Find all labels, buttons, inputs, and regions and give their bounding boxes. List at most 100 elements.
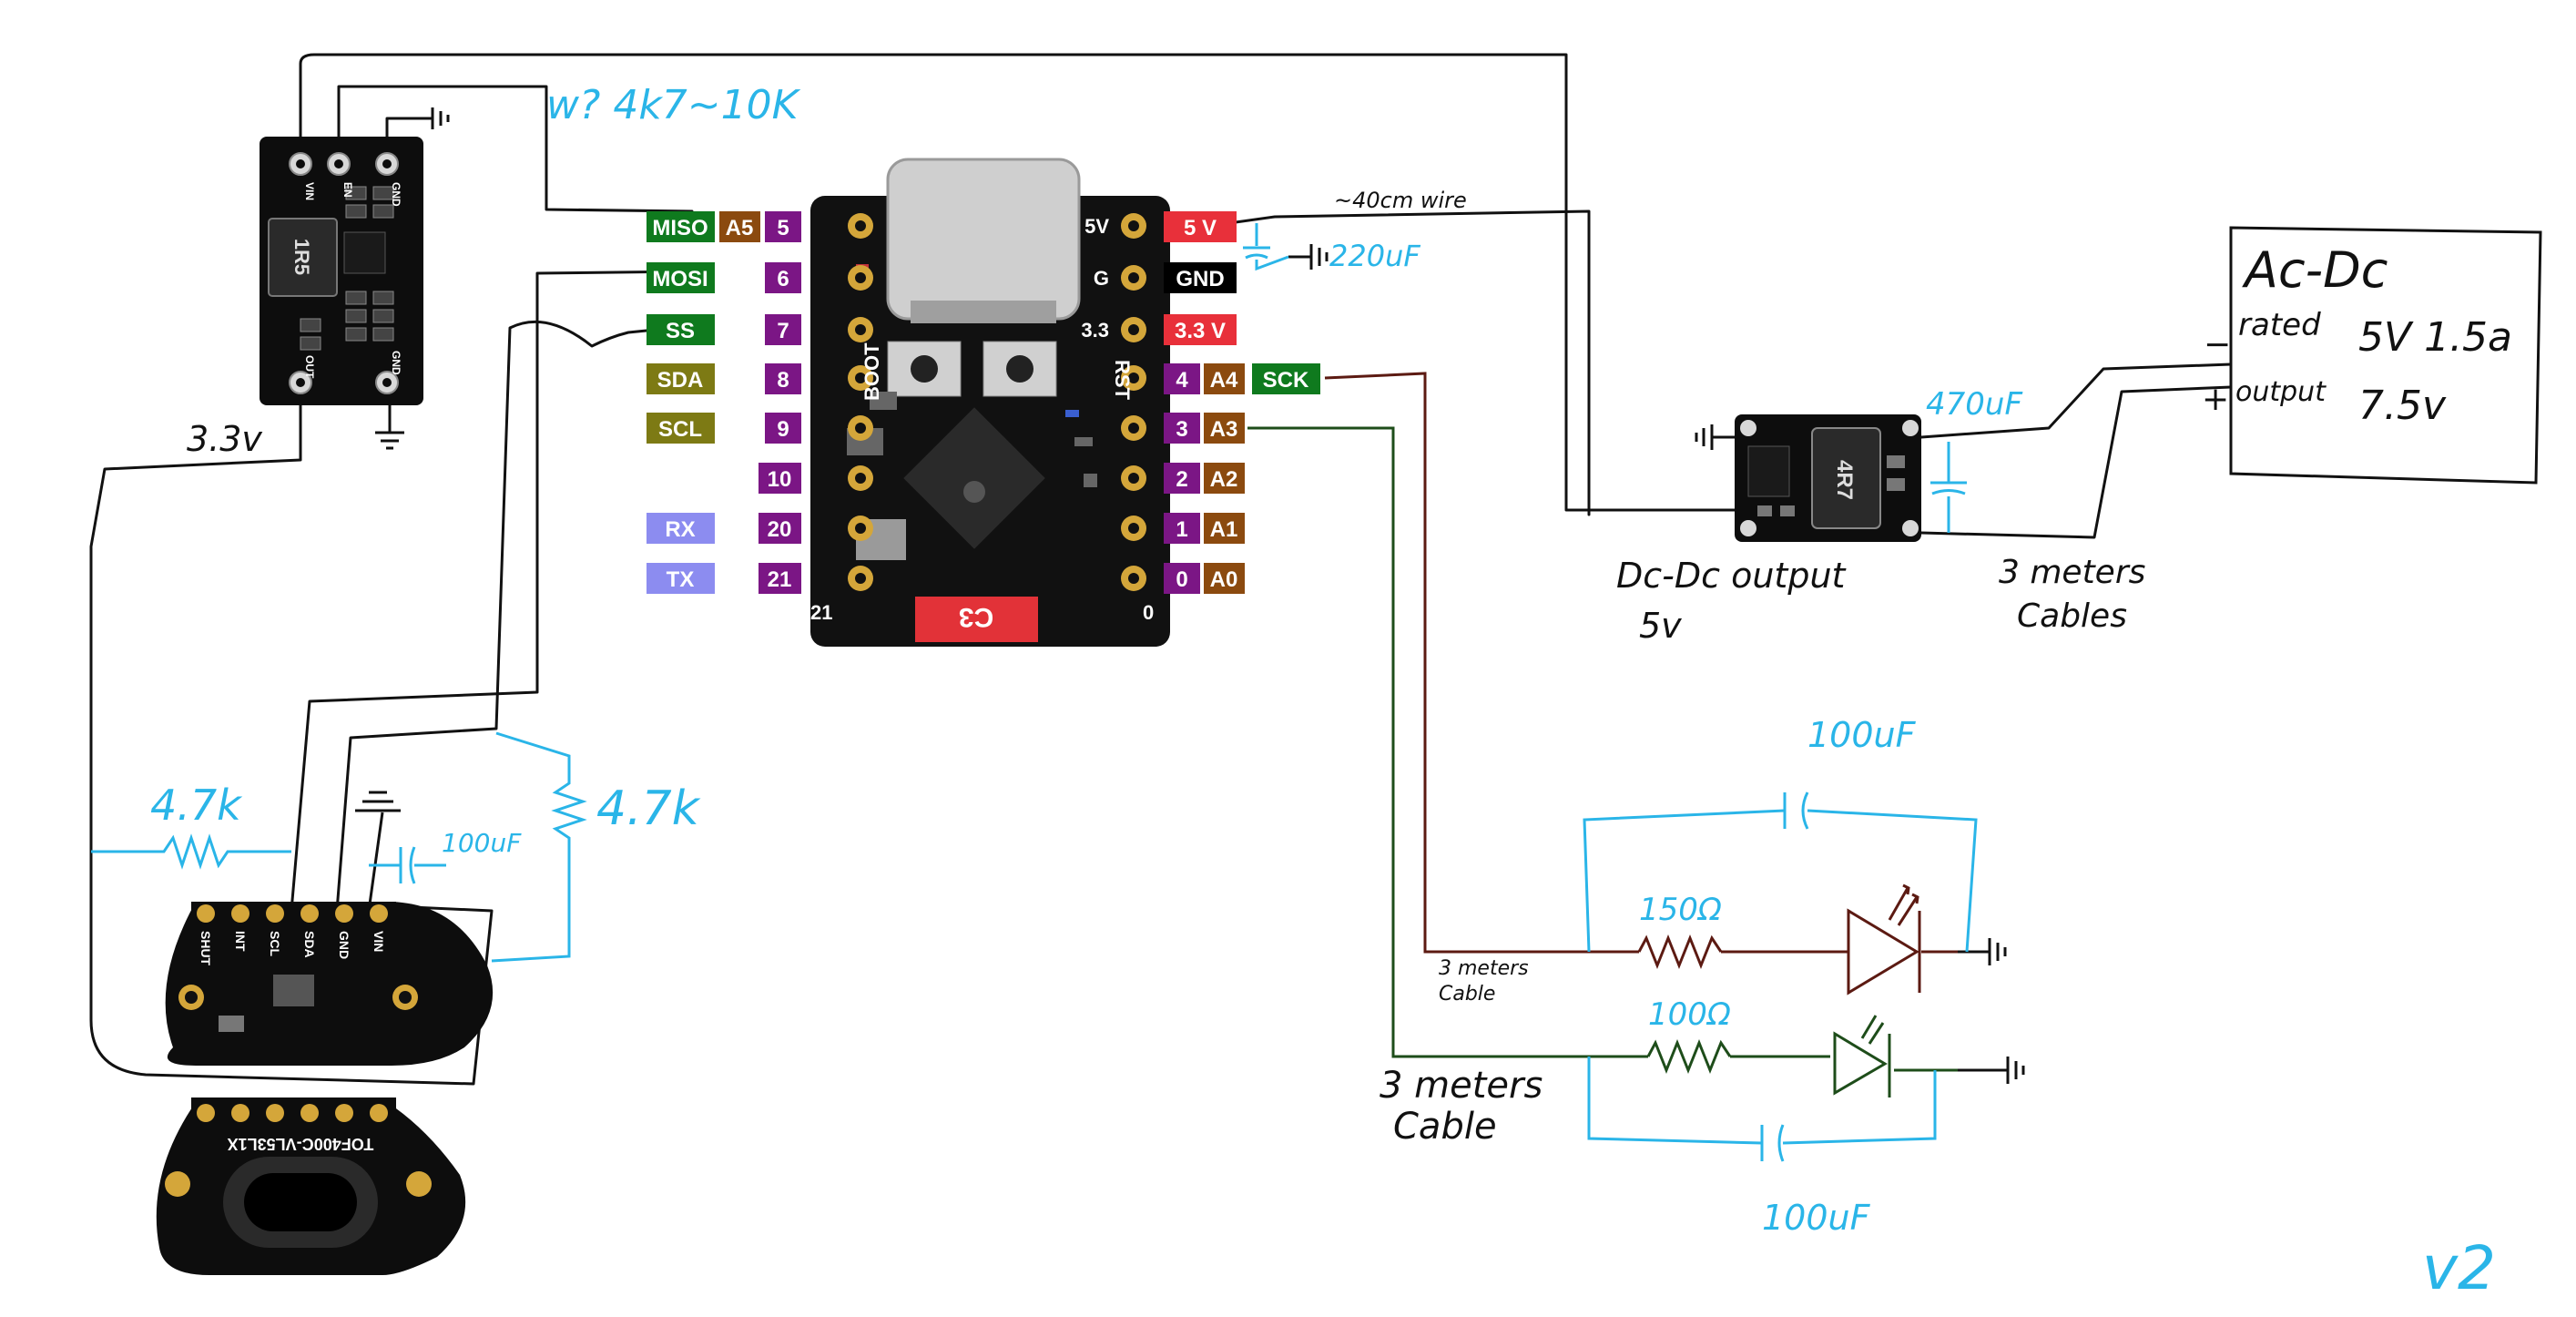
- tof-pin-shut: SHUT: [199, 931, 213, 966]
- acdc-output-value: 7.5v: [2358, 383, 2447, 429]
- pin-1: 1: [1176, 517, 1187, 542]
- silk-g: G: [1094, 267, 1109, 290]
- ground-symbols: [375, 107, 2025, 1084]
- tof-cap: [369, 846, 446, 884]
- usb-c-connector: [886, 158, 1081, 321]
- wire-dcdc-to-acdc-top: [1919, 362, 2233, 439]
- tof-pin-scl: SCL: [268, 931, 282, 956]
- led-1: [1847, 883, 1921, 995]
- wire-3v3-out: [89, 399, 494, 1086]
- wire-dcdc-to-acdc-bottom: [1919, 385, 2233, 539]
- pin-1-bg: [1164, 513, 1200, 544]
- wire-mosi: [290, 270, 694, 913]
- pin-3: 3: [1176, 417, 1187, 442]
- pullup-left: [91, 833, 291, 870]
- r-100-label: 100Ω: [1648, 996, 1731, 1033]
- tof-breakout-front: TOF400C-VL53L1X: [156, 1098, 466, 1275]
- label-mosi: MOSI: [652, 267, 708, 291]
- a3-wire: [1247, 426, 1958, 1072]
- label-a2-bg: [1204, 463, 1245, 494]
- label-miso-bg: [647, 211, 715, 242]
- acdc-output: output: [2235, 376, 2327, 408]
- acdc-title: Ac-Dc: [2242, 241, 2388, 299]
- three-m-cables-2: Cables: [2017, 597, 2127, 635]
- label-a0-bg: [1204, 563, 1245, 594]
- pullup-left-label: 4.7k: [150, 781, 243, 830]
- silk-5v: 5V: [1084, 215, 1109, 238]
- right-pin-labels: 5 V GND 3.3 V 4 A4 SCK 3 A3 2 A2 1 A1 0 …: [1164, 211, 1320, 594]
- label-miso: MISO: [652, 216, 708, 240]
- label-gnd-bg: [1164, 262, 1237, 293]
- pin-6: 6: [777, 267, 789, 291]
- label-5v: 5 V: [1184, 216, 1217, 240]
- pin-21: 21: [768, 567, 792, 592]
- dcdc-module: 4R7: [1735, 414, 1921, 542]
- acdc-rated: rated: [2238, 307, 2321, 343]
- left-pin-labels: MISO A5 5 MOSI 6 SS 7 SDA 8 SCL 9 10 RX …: [647, 211, 801, 594]
- pin-4: 4: [1176, 368, 1188, 393]
- label-a2: A2: [1210, 467, 1238, 492]
- regulator-pin-gnd-top: GND: [390, 182, 402, 207]
- cap-220-label: 220uF: [1329, 239, 1420, 273]
- r-150-label: 150Ω: [1639, 892, 1722, 928]
- wire-en: [337, 85, 694, 213]
- acdc-minus: −: [2204, 326, 2231, 363]
- regulator-pin-vin: VIN: [303, 182, 316, 200]
- silk-0: 0: [1143, 601, 1154, 624]
- pin-20-bg: [759, 513, 801, 544]
- pullup-right: [491, 731, 587, 963]
- label-a4: A4: [1210, 368, 1238, 393]
- cap-470-label: 470uF: [1926, 386, 2022, 423]
- pin-21-bg: [759, 563, 801, 594]
- label-ss: SS: [666, 319, 695, 343]
- regulator-pin-en: EN: [341, 182, 354, 198]
- silk-3v3: 3.3: [1081, 319, 1109, 342]
- cap-100-bottom-label: 100uF: [1762, 1198, 1871, 1238]
- dcdc-inductor-label: 4R7: [1832, 460, 1857, 500]
- pin-9: 9: [777, 417, 789, 442]
- label-sck-bg: [1252, 363, 1320, 394]
- resistor-100: [1646, 1038, 1732, 1075]
- pin-0-bg: [1164, 563, 1200, 594]
- acdc-rated-value: 5V 1.5a: [2358, 314, 2512, 361]
- label-3v3: 3.3 V: [1175, 319, 1226, 343]
- wire-40cm-note: ~40cm wire: [1334, 188, 1467, 213]
- label-gnd: GND: [1176, 267, 1224, 291]
- regulator-pin-out: OUT: [303, 355, 316, 379]
- label-ss-bg: [647, 314, 715, 345]
- label-rx-bg: [647, 513, 715, 544]
- pin-20: 20: [768, 517, 792, 542]
- c3-badge-text: C3: [959, 602, 993, 632]
- led2-bypass-cap: [1587, 1057, 1937, 1162]
- pin-0: 0: [1176, 567, 1187, 592]
- pin-5-bg: [765, 211, 801, 242]
- regulator-pin-gnd-bottom: GND: [390, 351, 402, 375]
- label-a3: A3: [1210, 417, 1238, 442]
- pin-7-bg: [765, 314, 801, 345]
- led1-gnd-symbol: [1958, 938, 2007, 965]
- three-m-cables-1: 3 meters: [1999, 554, 2145, 591]
- pin-5: 5: [777, 216, 789, 240]
- acdc-supply: [2229, 226, 2542, 485]
- pin-4-bg: [1164, 363, 1200, 394]
- label-5v-bg: [1164, 211, 1237, 242]
- pin-7: 7: [777, 319, 789, 343]
- tof-pin-int: INT: [233, 931, 248, 952]
- regulator-3v3: 1R5 VIN EN GND OUT GND: [260, 137, 423, 405]
- pin-10-bg: [759, 463, 801, 494]
- regulator-inductor-label: 1R5: [290, 239, 313, 275]
- label-rx: RX: [665, 517, 695, 542]
- pullup-right-label: 4.7k: [596, 781, 701, 836]
- cap-220uf: [1243, 223, 1289, 271]
- dcdc-volt: 5v: [1639, 606, 1682, 646]
- tof-pullups: [91, 731, 587, 963]
- label-a3-bg: [1204, 413, 1245, 444]
- label-a1: A1: [1210, 517, 1238, 542]
- pin-2: 2: [1176, 467, 1187, 492]
- esp32c3-board: 5V G 3.3 RST BOOT 21 0 C3: [810, 158, 1170, 647]
- cable-small-1: 3 meters: [1439, 957, 1529, 980]
- cable-small-2: Cable: [1439, 983, 1495, 1006]
- v33-label: 3.3v: [187, 419, 262, 459]
- label-sda: SDA: [657, 368, 704, 393]
